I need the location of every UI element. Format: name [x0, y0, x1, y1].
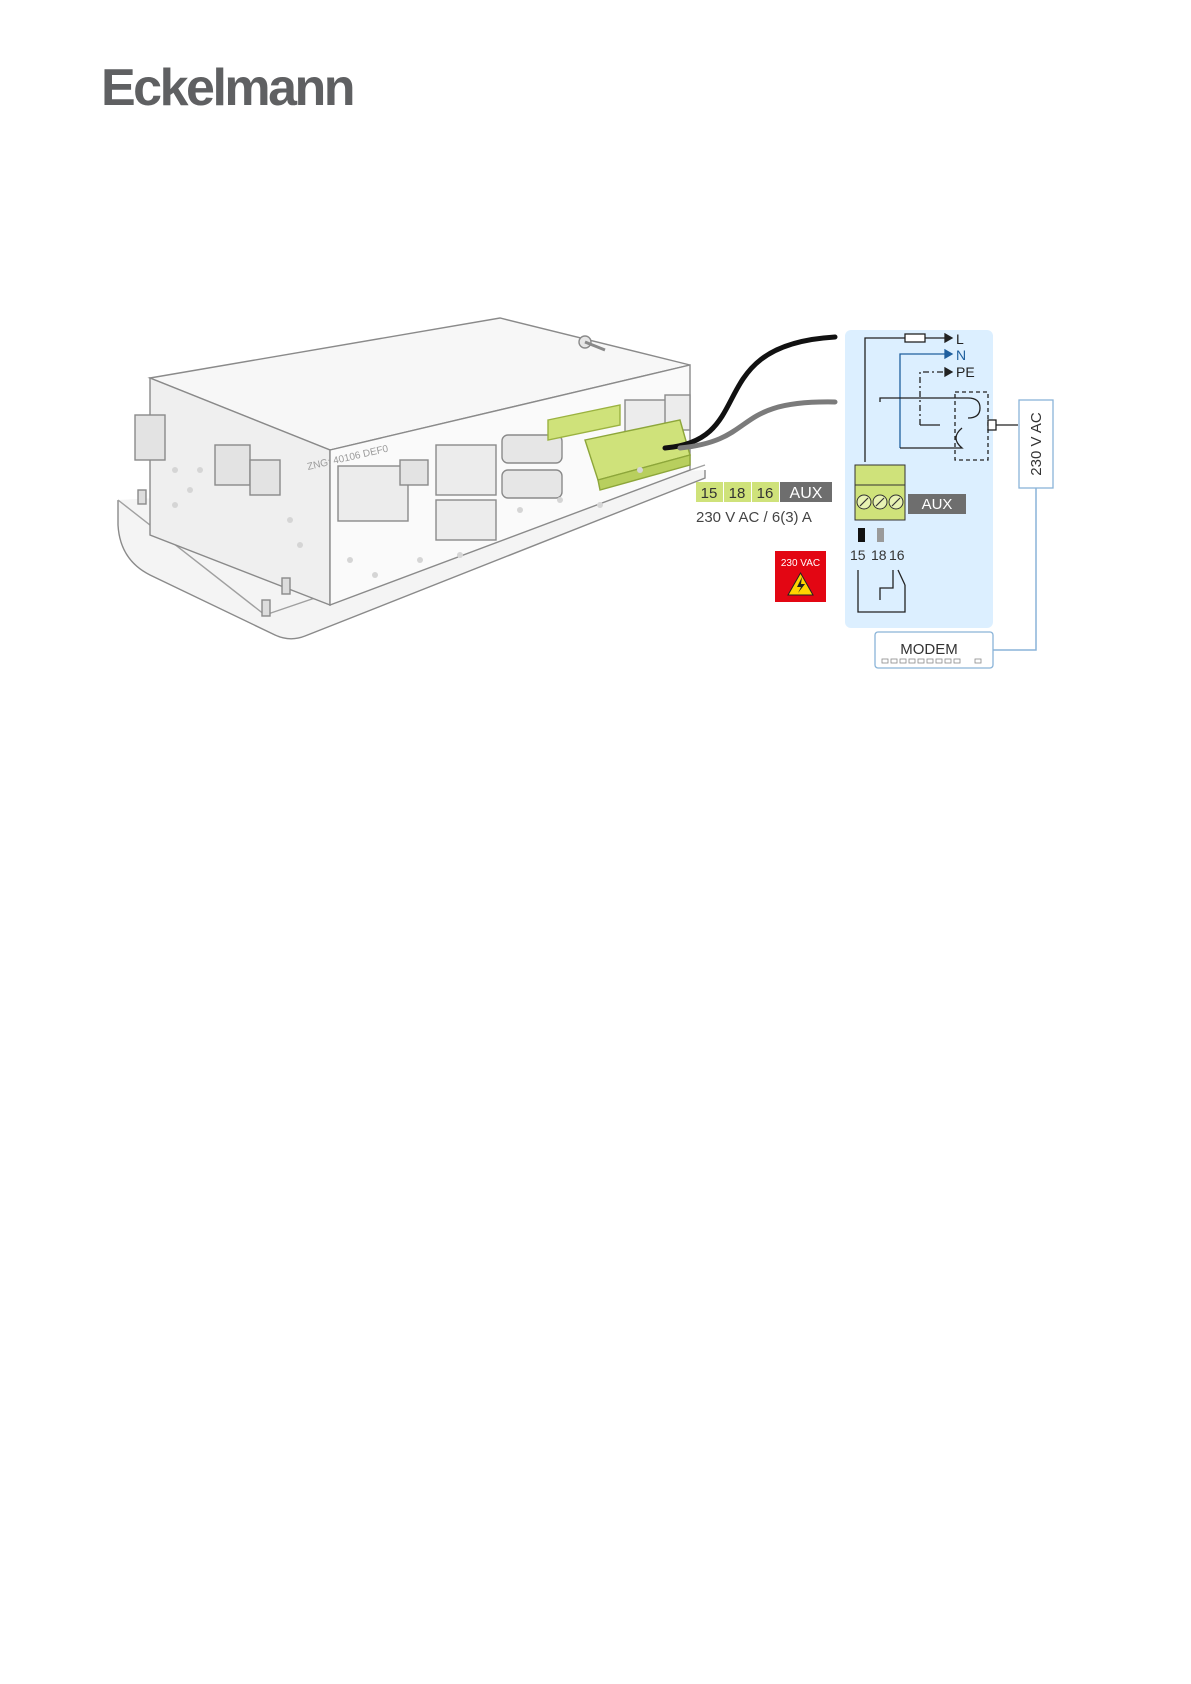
supply-label: 230 V AC — [1028, 412, 1045, 476]
schematic-terminal-15: 15 — [850, 547, 866, 563]
supply-box: 230 V AC — [1019, 400, 1053, 488]
aux-label-strip: 15 18 16 AUX 230 V AC / 6(3) A — [696, 482, 832, 526]
strip-terminal-16: 16 — [757, 485, 774, 502]
strip-aux-label: AUX — [790, 485, 823, 502]
line-label-pe: PE — [956, 364, 975, 380]
schematic-terminal-18: 18 — [871, 547, 887, 563]
strip-terminal-15: 15 — [701, 485, 718, 502]
high-voltage-warning: 230 VAC — [775, 551, 826, 602]
strip-terminal-18: 18 — [729, 485, 746, 502]
warning-text: 230 VAC — [781, 558, 820, 569]
black-wire-marker — [858, 528, 865, 542]
controller-device — [118, 318, 705, 639]
gray-cable — [680, 402, 835, 448]
line-label-l: L — [956, 331, 964, 347]
modem: MODEM — [875, 632, 993, 668]
line-label-n: N — [956, 347, 966, 363]
supply-to-modem-wire — [993, 488, 1036, 650]
schematic-terminal-16: 16 — [889, 547, 905, 563]
gray-wire-marker — [877, 528, 884, 542]
strip-rating: 230 V AC / 6(3) A — [696, 509, 812, 526]
schematic-aux-label: AUX — [922, 496, 953, 513]
fuse-icon — [905, 334, 925, 342]
modem-label: MODEM — [900, 641, 958, 658]
